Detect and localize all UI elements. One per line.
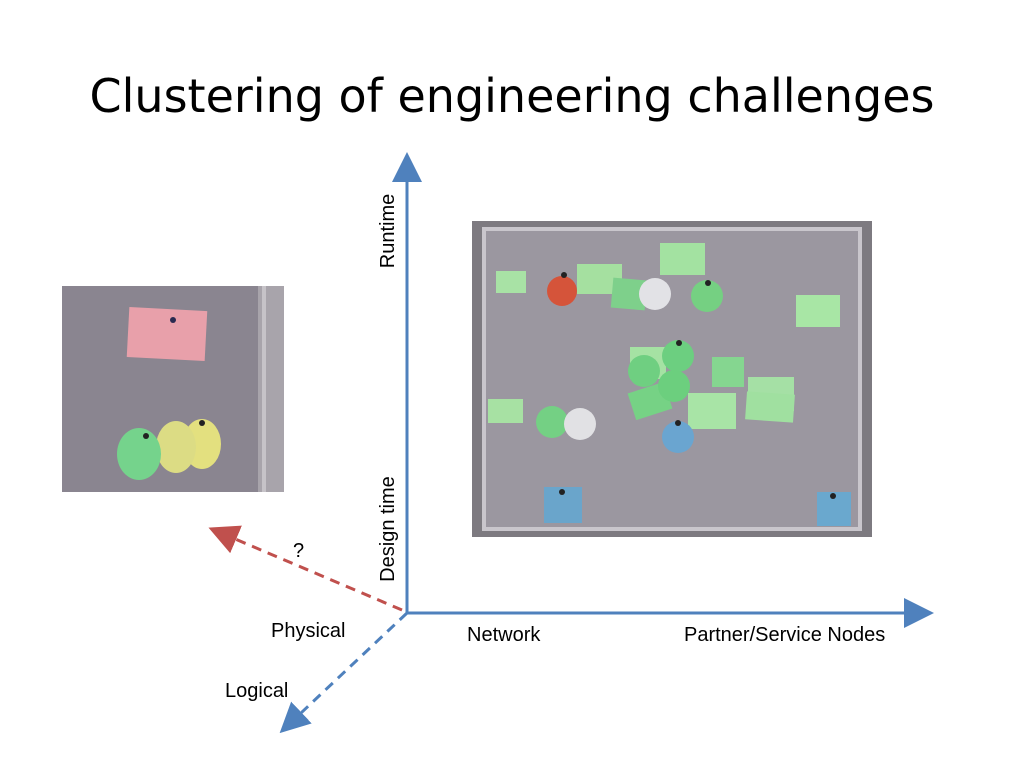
runtime-label: Runtime: [377, 193, 399, 269]
left-board-photo: [62, 286, 284, 492]
physical-label: Physical: [271, 620, 346, 642]
left-board-image: [62, 286, 284, 492]
logical-label: Logical: [225, 680, 289, 702]
partner-service-nodes-label: Partner/Service Nodes: [684, 624, 886, 646]
network-label: Network: [467, 624, 541, 646]
design-time-label: Design time: [377, 476, 399, 582]
right-board-photo: [472, 221, 872, 537]
slide-title: Clustering of engineering challenges: [89, 69, 935, 123]
question-label: ?: [293, 540, 305, 562]
unknown-axis: [208, 525, 403, 612]
logical-axis: [279, 611, 409, 734]
right-board-image: [472, 221, 872, 537]
